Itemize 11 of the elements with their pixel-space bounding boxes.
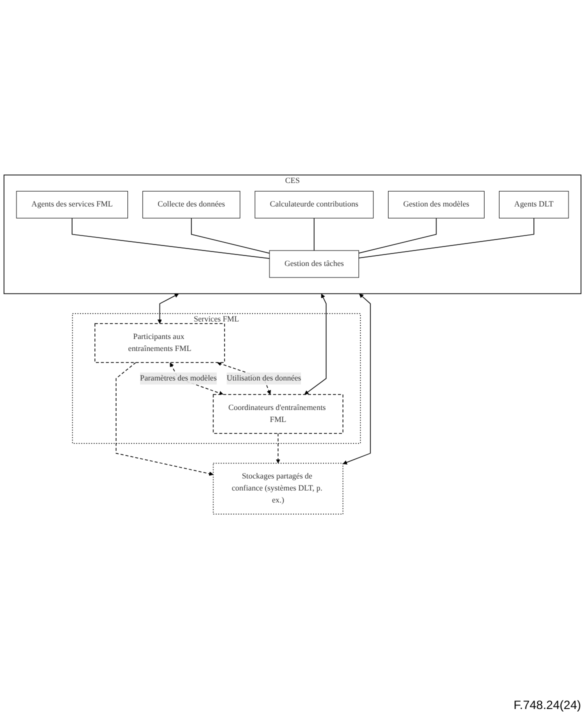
arrow: [342, 294, 371, 465]
arrow: [304, 294, 327, 396]
figure-number: F.748.24(24): [514, 698, 581, 712]
connector: [72, 218, 270, 260]
connector: [314, 218, 315, 252]
arrow: [158, 294, 179, 324]
connector: [358, 218, 437, 254]
connector: [190, 218, 270, 254]
arrow: [276, 433, 280, 464]
arrow: [116, 362, 214, 476]
connector: [358, 218, 534, 259]
